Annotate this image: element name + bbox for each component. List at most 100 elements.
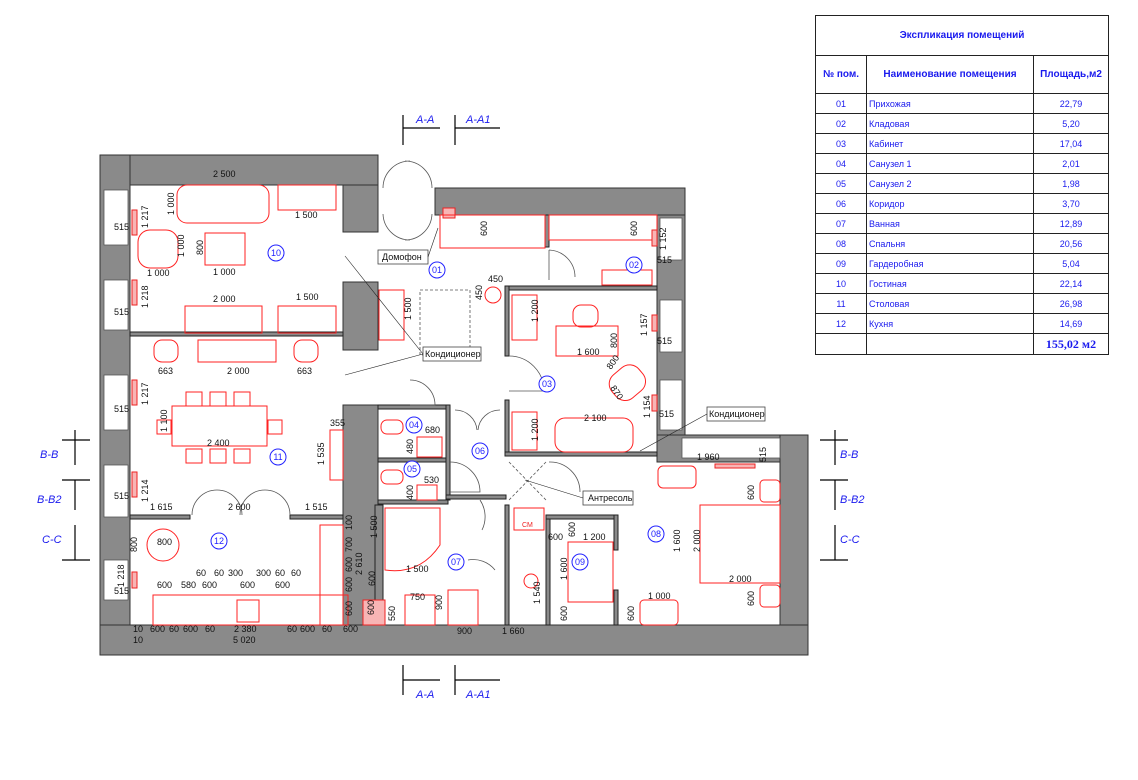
room-marker-04: 04 xyxy=(405,416,423,434)
dimension-label: 1 217 xyxy=(140,205,150,228)
sofa xyxy=(554,417,634,453)
round-stand xyxy=(523,573,539,589)
dimension-label: 2 610 xyxy=(354,552,364,575)
room-marker-06: 06 xyxy=(471,442,489,460)
dimension-label: 600 xyxy=(240,580,255,590)
armchair xyxy=(153,339,179,363)
dimension-label: 2 400 xyxy=(207,438,230,448)
dimension-label: 600 xyxy=(343,624,358,634)
shelf xyxy=(601,269,653,286)
dimension-label: 900 xyxy=(434,595,444,610)
svg-text:Кондиционер: Кондиционер xyxy=(709,409,765,419)
sink xyxy=(416,436,443,458)
dimension-label: 2 000 xyxy=(213,294,236,304)
dimension-label: 600 xyxy=(559,606,569,621)
dimension-label: 1 500 xyxy=(296,292,319,302)
dimension-label: 600 xyxy=(367,571,377,586)
dimension-label: 515 xyxy=(758,447,768,462)
svg-text:12: 12 xyxy=(214,536,224,546)
nightstand xyxy=(759,479,781,503)
rug xyxy=(419,289,471,356)
dimension-label: 600 xyxy=(746,591,756,606)
dimension-label: 2 600 xyxy=(228,502,251,512)
wardrobe xyxy=(548,214,658,241)
dimension-label: 1 500 xyxy=(406,564,429,574)
dimension-label: 600 xyxy=(344,577,354,592)
toilet xyxy=(380,419,404,435)
svg-text:А-А: А-А xyxy=(415,689,434,701)
dimension-label: 1 615 xyxy=(150,502,173,512)
room-marker-02: 02 xyxy=(625,256,643,274)
dimension-label: 1 500 xyxy=(403,297,413,320)
dimension-label: 800 xyxy=(157,537,172,547)
room-area: 1,98 xyxy=(1033,173,1109,194)
dimension-label: 1 157 xyxy=(639,313,649,336)
room-number: 10 xyxy=(815,273,867,294)
dimensions: 2 500 1 000 1 500 1 217 515 1 000 800 1 … xyxy=(114,169,768,645)
dimension-label: 580 xyxy=(181,580,196,590)
kitchen-counter xyxy=(152,594,349,626)
dimension-label: 60 xyxy=(322,624,332,634)
room-name: Санузел 2 xyxy=(866,173,1034,194)
svg-text:06: 06 xyxy=(475,446,485,456)
cabinet xyxy=(511,294,538,341)
windows xyxy=(103,189,781,601)
armchair xyxy=(293,339,319,363)
room-name: Коридор xyxy=(866,193,1034,214)
svg-text:04: 04 xyxy=(409,420,419,430)
dimension-label: 680 xyxy=(425,425,440,435)
room-name: Ванная xyxy=(866,213,1034,234)
dimension-label: 700 xyxy=(344,537,354,552)
callout-intercom: Домофон xyxy=(377,227,439,265)
interior-walls xyxy=(129,207,658,626)
room-number: 01 xyxy=(815,93,867,114)
room-marker-03: 03 xyxy=(538,375,556,393)
dimension-label: 2 000 xyxy=(692,529,702,552)
dimension-label: 300 xyxy=(256,568,271,578)
dimension-label: 1 540 xyxy=(532,581,542,604)
dimension-label: 900 xyxy=(457,626,472,636)
room-number: 03 xyxy=(815,133,867,154)
dimension-label: 2 000 xyxy=(227,366,250,376)
room-marker-05: 05 xyxy=(403,460,421,478)
dimension-label: 450 xyxy=(474,285,484,300)
dimension-label: 1 154 xyxy=(642,395,652,418)
tv-unit xyxy=(184,305,263,334)
dimension-label: 550 xyxy=(387,606,397,621)
dimension-label: 2 500 xyxy=(213,169,236,179)
room-number: 11 xyxy=(815,293,867,314)
kitchen-tall-units xyxy=(319,524,344,626)
dimension-label: 10 xyxy=(133,624,143,634)
dimension-label: 600 xyxy=(479,221,489,236)
svg-text:09: 09 xyxy=(575,557,585,567)
dimension-label: 600 xyxy=(746,485,756,500)
dimension-label: 600 xyxy=(366,600,376,615)
dimension-label: 1 000 xyxy=(648,591,671,601)
dimension-label: 600 xyxy=(567,522,577,537)
dimension-label: 663 xyxy=(158,366,173,376)
dimension-label: 1 000 xyxy=(166,192,176,215)
sink xyxy=(404,594,436,626)
column-header-area: Площадь,м2 xyxy=(1033,55,1109,94)
room-name: Гостиная xyxy=(866,273,1034,294)
dimension-label: 400 xyxy=(405,485,415,500)
room-number: 09 xyxy=(815,253,867,274)
office-chair xyxy=(572,304,599,328)
dimension-label: 1 000 xyxy=(176,234,186,257)
round-table xyxy=(146,528,180,562)
svg-text:11: 11 xyxy=(273,452,282,462)
dimension-label: 1 600 xyxy=(672,529,682,552)
dimension-label: 1 218 xyxy=(140,285,150,308)
dimension-label: 1 500 xyxy=(295,210,318,220)
room-number: 12 xyxy=(815,313,867,334)
dimension-label: 530 xyxy=(424,475,439,485)
dimension-label: 600 xyxy=(626,606,636,621)
